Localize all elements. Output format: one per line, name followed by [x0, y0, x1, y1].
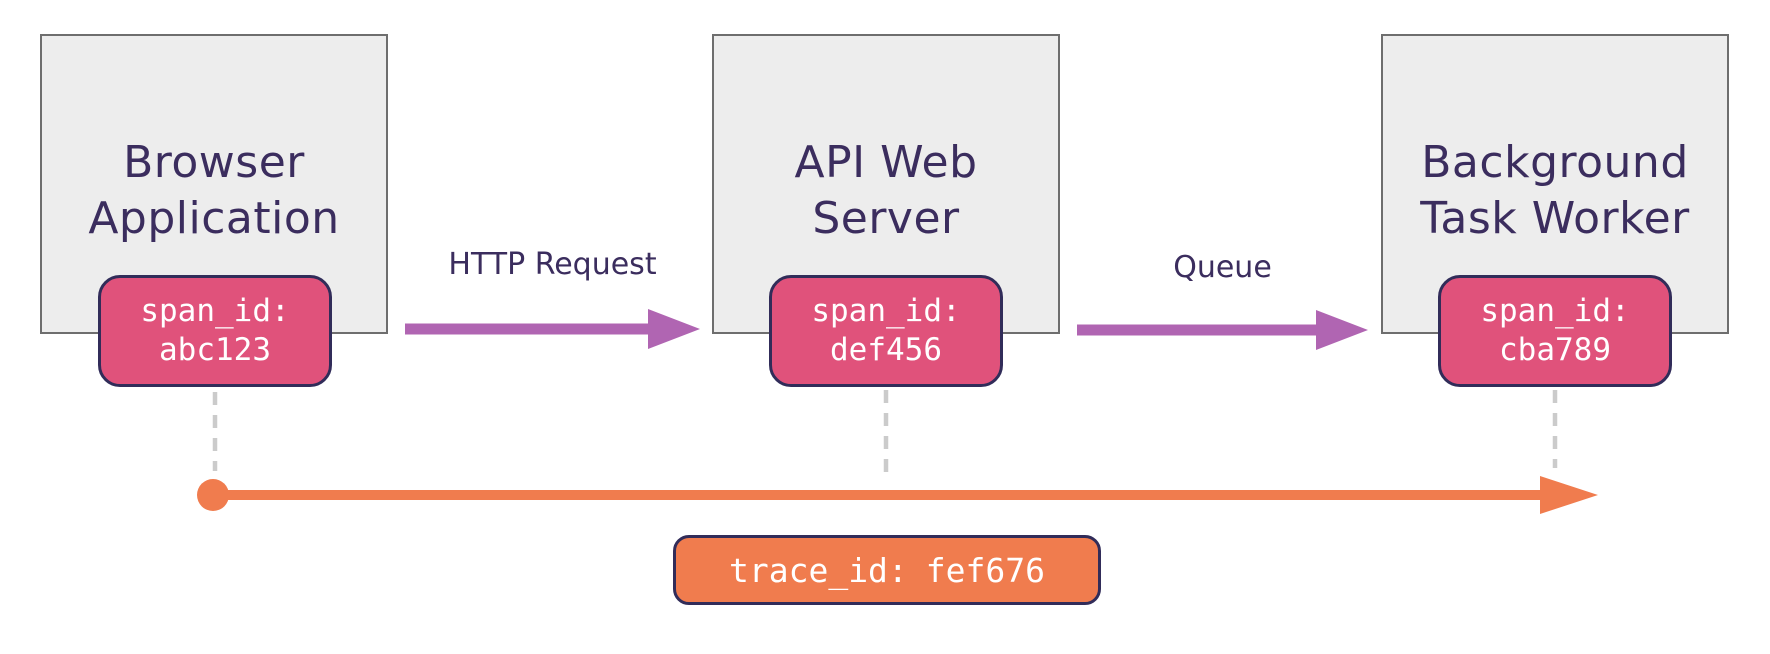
edge-label-http-request: HTTP Request: [448, 247, 657, 282]
trace-id-label: trace_id:: [728, 550, 908, 590]
trace-id-badge: trace_id: fef676: [673, 535, 1101, 605]
edge-label-queue: Queue: [1173, 250, 1272, 285]
node-title-line1: API Web: [794, 137, 978, 188]
node-title: API Web Server: [794, 135, 977, 247]
span-id-value: def456: [830, 332, 942, 368]
span-badge-cba789: span_id: cba789: [1438, 275, 1672, 387]
node-title-line2: Task Worker: [1420, 193, 1690, 244]
node-title: Browser Application: [88, 135, 339, 247]
node-title: Background Task Worker: [1420, 135, 1689, 247]
timeline-arrow-head: [1540, 476, 1598, 514]
node-title-line1: Background: [1421, 137, 1689, 188]
span-badge-def456: span_id: def456: [769, 275, 1003, 387]
node-title-line1: Browser: [123, 137, 305, 188]
queue-arrow-head: [1316, 310, 1368, 350]
http-request-arrow-head: [648, 309, 700, 349]
node-title-line2: Server: [812, 193, 960, 244]
span-id-value: cba789: [1499, 332, 1611, 368]
span-id-label: span_id:: [811, 293, 961, 329]
node-title-line2: Application: [88, 193, 340, 244]
span-id-value: abc123: [159, 332, 271, 368]
span-badge-abc123: span_id: abc123: [98, 275, 332, 387]
span-id-label: span_id:: [1480, 293, 1630, 329]
trace-id-value: fef676: [925, 550, 1046, 590]
span-id-label: span_id:: [140, 293, 290, 329]
